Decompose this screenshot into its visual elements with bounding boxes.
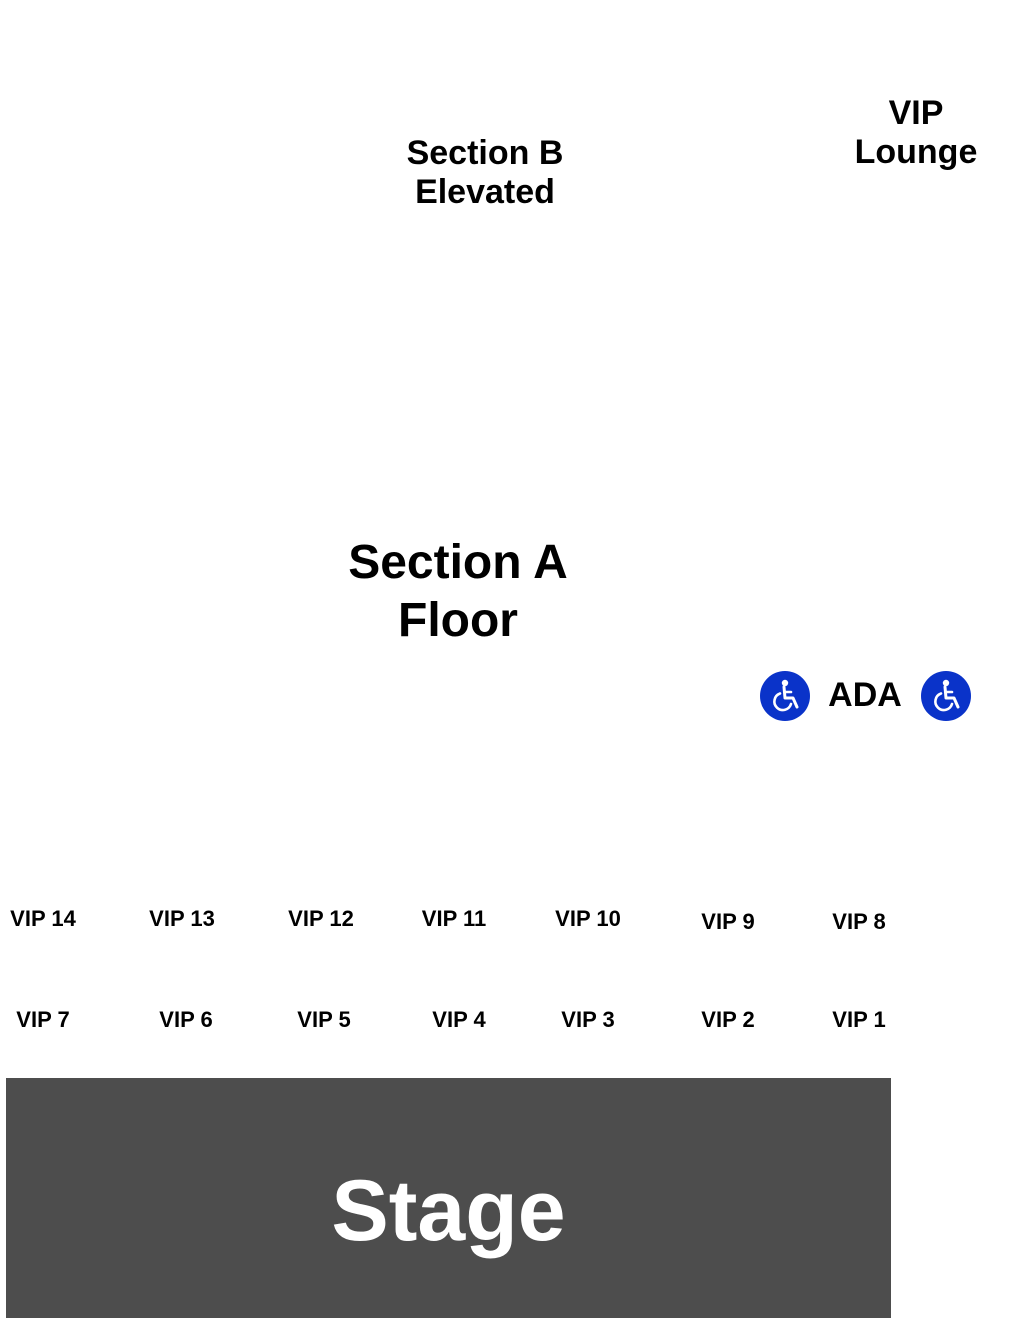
wheelchair-icon — [760, 671, 810, 721]
section-a-line-1: Section A — [348, 536, 568, 589]
section-b-label[interactable]: Section B Elevated — [385, 134, 585, 212]
stage-label: Stage — [331, 1163, 566, 1259]
vip-lounge-label[interactable]: VIP Lounge — [836, 94, 996, 172]
vip-box-3[interactable]: VIP 3 — [561, 1007, 615, 1032]
vip-box-14[interactable]: VIP 14 — [10, 906, 76, 931]
section-b-line-2: Elevated — [415, 173, 555, 212]
wheelchair-icon-graphic — [760, 671, 810, 721]
vip-box-11[interactable]: VIP 11 — [421, 906, 487, 931]
wheelchair-icon-graphic — [921, 671, 971, 721]
vip-box-13[interactable]: VIP 13 — [149, 906, 215, 931]
vip-box-4[interactable]: VIP 4 — [432, 1007, 486, 1032]
vip-lounge-line-2: Lounge — [854, 133, 978, 172]
wheelchair-icon — [921, 671, 971, 721]
vip-box-10[interactable]: VIP 10 — [555, 906, 621, 931]
vip-box-6[interactable]: VIP 6 — [159, 1007, 213, 1032]
vip-box-8[interactable]: VIP 8 — [832, 909, 886, 934]
vip-box-9[interactable]: VIP 9 — [701, 909, 755, 934]
section-a-label[interactable]: Section A Floor — [318, 534, 598, 649]
vip-box-1[interactable]: VIP 1 — [832, 1007, 886, 1032]
vip-box-5[interactable]: VIP 5 — [297, 1007, 351, 1032]
section-a-line-2: Floor — [398, 593, 518, 647]
stage-area: Stage — [6, 1078, 891, 1318]
vip-box-2[interactable]: VIP 2 — [701, 1007, 755, 1032]
ada-label[interactable]: ADA — [828, 676, 902, 714]
vip-box-12[interactable]: VIP 12 — [288, 906, 354, 931]
vip-box-7[interactable]: VIP 7 — [16, 1007, 70, 1032]
section-b-line-1: Section B — [406, 134, 564, 172]
vip-lounge-line-1: VIP — [888, 94, 944, 132]
